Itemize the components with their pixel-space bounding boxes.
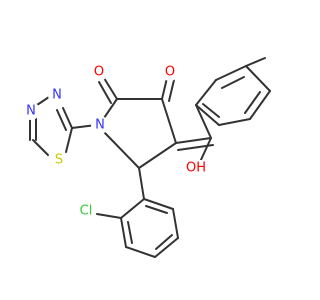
atom-label-n3: N [52,88,62,103]
bond-c4-exo-1 [175,137,212,144]
bond-exo-aryl [195,104,212,139]
bond-tolyl-inner-1 [221,76,245,89]
bond-tolyl-1 [195,79,217,106]
atom-label-o1: O [94,65,104,80]
bond-thd-s-c2 [65,127,73,153]
bond-clph-5 [172,208,179,239]
bond-c3-o-2 [168,79,175,102]
bond-n1-c5 [103,131,140,169]
bond-clph-inner-3 [145,205,168,214]
bond-c2-o-1 [103,77,118,100]
atom-nitrogen-thd-3: N [48,86,66,104]
atom-label-cl: Cl [80,204,93,219]
bond-clph-3 [125,246,156,258]
atom-nitrogen-thd-4: N [22,102,40,120]
atom-nitrogen-ring: N [91,116,109,134]
atom-hydroxyl: OH [184,160,208,176]
bond-c2-o-2 [98,81,112,104]
bond-c5-aryl [138,167,145,200]
bond-clph-cl [96,213,122,219]
bond-clph-2 [120,217,127,248]
bond-clph-inner-1 [127,221,133,244]
bond-tolyl-methyl [245,57,266,67]
bond-tolyl-inner-2 [244,91,261,114]
bond-group [29,57,271,258]
bond-tolyl-6 [195,104,220,126]
atom-oxygen-c3: O [161,63,179,81]
atom-sulfur-thd: S [50,151,68,169]
bond-thd-c5-s [32,139,49,156]
bond-tolyl-4 [249,90,271,120]
bond-exo-oh [199,137,212,163]
bond-tolyl-3 [245,65,271,92]
atom-chlorine: Cl [76,203,96,219]
bond-clph-4 [154,237,179,258]
atom-oxygen-c2: O [90,63,108,81]
bond-clph-inner-2 [155,234,173,250]
bond-c2-n1 [103,98,118,119]
molecule-structure: O O N N N S [22,57,271,258]
bond-thd-c2-n3-1 [62,107,73,129]
bond-tolyl-5 [218,118,251,126]
bond-c3-c4 [161,98,177,144]
atom-label-oh: OH [186,161,206,176]
bond-tolyl-inner-3 [202,103,220,118]
bond-thd-c2-n3-2 [56,109,67,131]
atom-label-n1: N [95,118,105,133]
bond-c3-o-1 [161,77,168,100]
atom-label-o2: O [165,65,175,80]
atom-label-s: S [55,153,63,168]
bond-clph-6 [143,198,174,210]
bond-c5-c4 [138,142,177,169]
bond-tolyl-2 [215,65,247,81]
atom-label-group: O O N N N S [22,63,208,219]
atom-label-n4: N [26,104,36,119]
molecule-canvas: O O N N N S [22,57,271,258]
bond-clph-1 [120,198,145,219]
